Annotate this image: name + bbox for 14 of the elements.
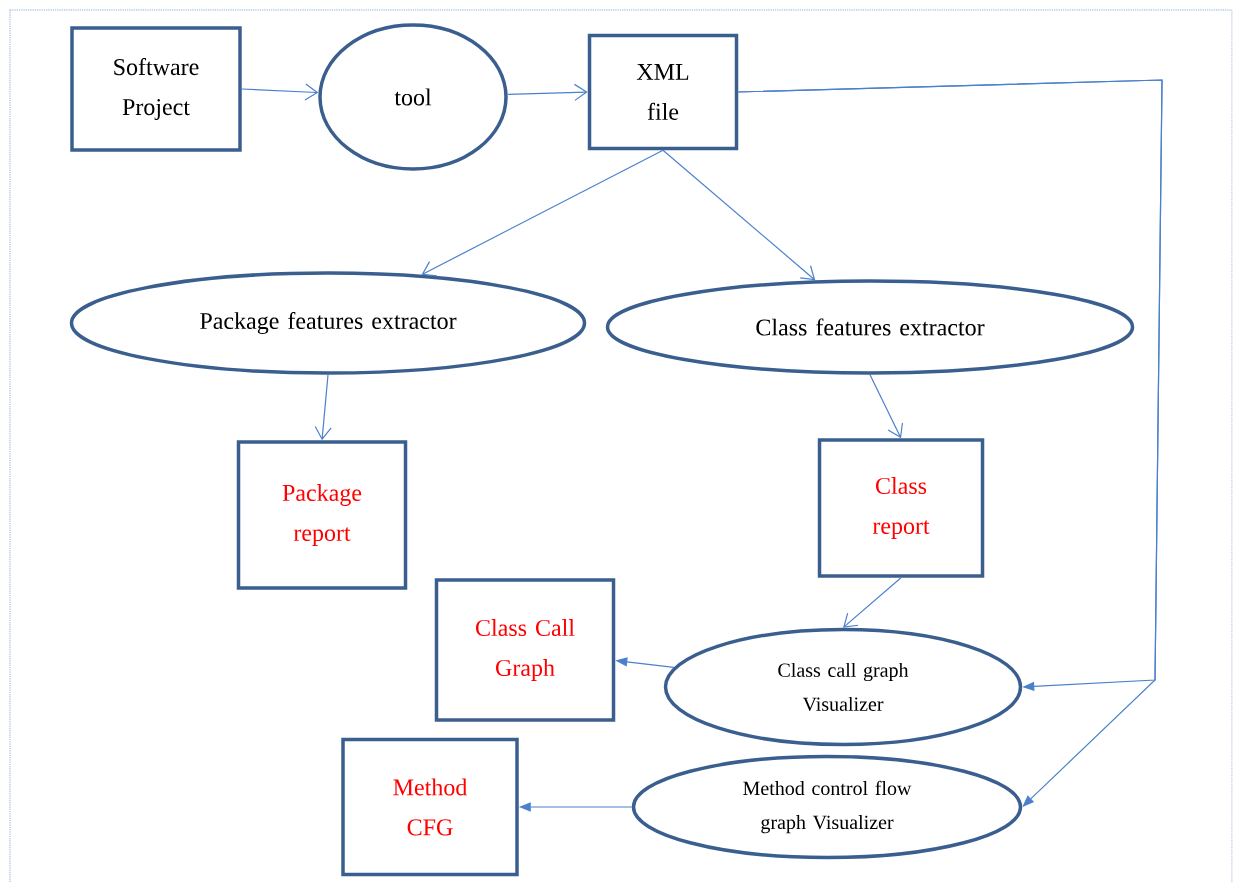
arrow: [241, 83, 319, 101]
report-box: Class Call Graph: [434, 578, 616, 722]
report-box: Package report: [236, 440, 408, 590]
process-box: XML file: [587, 33, 739, 151]
arrow: [869, 374, 904, 439]
arrow: [421, 149, 664, 277]
report-box: Method CFG: [341, 737, 519, 877]
arrow: [314, 374, 332, 441]
report-box: Class report: [817, 438, 985, 578]
arrow: [662, 149, 816, 281]
arrow: [843, 577, 902, 628]
process-box: Software Project: [70, 26, 242, 152]
arrow: [737, 79, 1163, 807]
arrow: [507, 83, 588, 101]
